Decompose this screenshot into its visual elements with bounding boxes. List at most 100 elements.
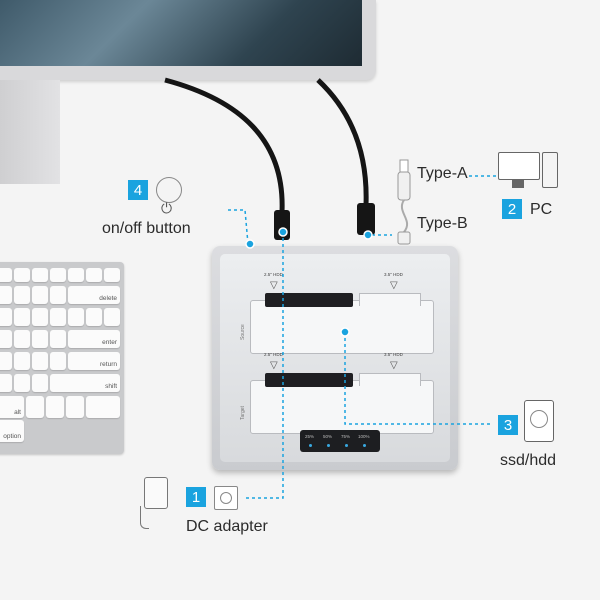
source-right-label: 3.5" HDD xyxy=(384,272,403,277)
power-button-icon xyxy=(156,177,182,203)
key xyxy=(0,308,12,326)
key xyxy=(0,374,12,392)
monitor-screen xyxy=(0,0,362,66)
progress-label-50: 50% xyxy=(323,434,333,439)
type-b-label: Type-B xyxy=(417,215,468,232)
key xyxy=(0,268,12,282)
progress-label-25: 25% xyxy=(305,434,315,439)
key xyxy=(86,268,102,282)
key xyxy=(14,374,30,392)
key xyxy=(0,330,12,348)
eject-arrow-icon: ▽ xyxy=(390,280,398,291)
key xyxy=(14,308,30,326)
key-delete: delete xyxy=(68,286,120,304)
key xyxy=(68,308,84,326)
key xyxy=(104,268,120,282)
target-slot-2-5 xyxy=(265,373,353,387)
key xyxy=(50,268,66,282)
callout-number-1: 1 xyxy=(186,487,206,507)
power-button-marker xyxy=(245,239,255,249)
usb-plug xyxy=(357,203,375,235)
key-option: option xyxy=(0,420,24,442)
pc-tower-icon xyxy=(542,152,558,188)
progress-led xyxy=(309,444,312,447)
key xyxy=(50,286,66,304)
key xyxy=(0,352,12,370)
key xyxy=(0,286,12,304)
key xyxy=(14,352,30,370)
monitor-stand xyxy=(0,80,60,184)
source-slot-3-5 xyxy=(359,293,421,306)
key xyxy=(50,330,66,348)
key-alt: alt xyxy=(0,396,24,418)
connector-ssd-hdd xyxy=(344,332,492,425)
key xyxy=(46,396,64,418)
key xyxy=(32,268,48,282)
key xyxy=(32,308,48,326)
target-right-label: 3.5" HDD xyxy=(384,352,403,357)
callout-number-4: 4 xyxy=(128,180,148,200)
key xyxy=(14,268,30,282)
callout-number-3: 3 xyxy=(498,415,518,435)
key-return: return xyxy=(68,352,120,370)
key xyxy=(14,330,30,348)
power-symbol-icon: ⏻ xyxy=(161,200,173,216)
dock-face: 2.5" HDD 3.5" HDD ▽ ▽ Source 2.5" HDD 3.… xyxy=(220,254,450,462)
progress-label-100: 100% xyxy=(358,434,370,439)
source-bay[interactable] xyxy=(250,293,434,354)
source-left-label: 2.5" HDD xyxy=(264,272,283,277)
key xyxy=(50,308,66,326)
pc-label: PC xyxy=(530,201,553,218)
connector-power-button xyxy=(228,209,249,245)
bay-marker xyxy=(340,327,350,337)
key xyxy=(32,374,48,392)
key xyxy=(14,286,30,304)
key xyxy=(66,396,84,418)
pc-monitor-icon xyxy=(498,152,540,180)
ssd-hdd-label: ssd/hdd xyxy=(500,452,557,469)
power-button-label: on/off button xyxy=(102,220,191,237)
usb-type-a-connector xyxy=(397,171,411,201)
key xyxy=(32,286,48,304)
dc-port-marker xyxy=(278,227,288,237)
dc-adapter-label: DC adapter xyxy=(186,518,268,535)
connector-dc-adapter xyxy=(243,232,284,499)
keyboard: delete enter return shift alt option xyxy=(0,262,124,454)
usb-type-a-tip xyxy=(399,159,409,173)
key xyxy=(86,308,102,326)
progress-led xyxy=(327,444,330,447)
key xyxy=(86,396,120,418)
dc-adapter-icon xyxy=(144,477,168,509)
pc-stand-icon xyxy=(512,180,524,188)
hdd-platter-icon xyxy=(530,410,548,428)
key xyxy=(50,352,66,370)
docking-station: 2.5" HDD 3.5" HDD ▽ ▽ Source 2.5" HDD 3.… xyxy=(212,246,458,470)
key-enter: enter xyxy=(68,330,120,348)
key xyxy=(68,268,84,282)
usb-cable-illustration xyxy=(401,199,409,233)
eject-arrow-icon: ▽ xyxy=(270,360,278,371)
usb-type-b-connector xyxy=(397,231,411,245)
key xyxy=(104,308,120,326)
eject-arrow-icon: ▽ xyxy=(270,280,278,291)
type-a-label: Type-A xyxy=(417,165,468,182)
adapter-cord-icon xyxy=(140,506,149,529)
key xyxy=(32,352,48,370)
power-cable xyxy=(164,77,285,213)
progress-led xyxy=(345,444,348,447)
usb-cable xyxy=(316,78,369,206)
source-slot-2-5 xyxy=(265,293,353,307)
monitor xyxy=(0,0,376,80)
dc-port-hole-icon xyxy=(220,492,232,504)
progress-label-75: 75% xyxy=(341,434,351,439)
usb-port-marker xyxy=(363,230,373,240)
target-bay[interactable] xyxy=(250,373,434,434)
progress-led-panel: 25% 50% 75% 100% xyxy=(300,430,380,452)
target-slot-3-5 xyxy=(359,373,421,386)
target-left-label: 2.5" HDD xyxy=(264,352,283,357)
key xyxy=(26,396,44,418)
key xyxy=(32,330,48,348)
progress-led xyxy=(363,444,366,447)
key-shift: shift xyxy=(50,374,120,392)
